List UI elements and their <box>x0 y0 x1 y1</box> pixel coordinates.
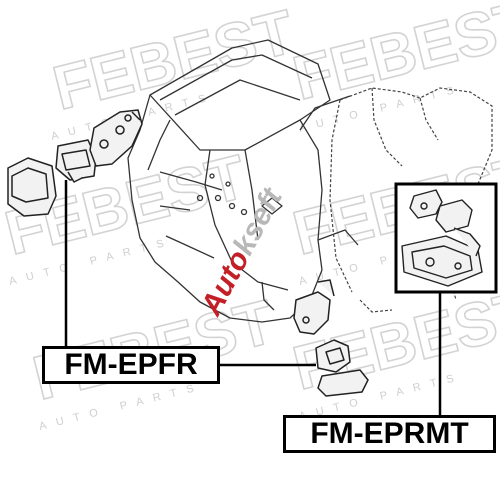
front-mount-parts <box>7 109 143 217</box>
center-mount-parts <box>293 279 369 397</box>
watermark-brand-2: FEBEST <box>287 0 500 114</box>
rear-mount-box <box>394 182 498 294</box>
part-label-fm-epfr[interactable]: FM-EPFR <box>42 346 220 384</box>
engine-block-drawing <box>127 39 359 323</box>
part-label-fm-eprmt[interactable]: FM-EPRMT <box>283 415 496 453</box>
